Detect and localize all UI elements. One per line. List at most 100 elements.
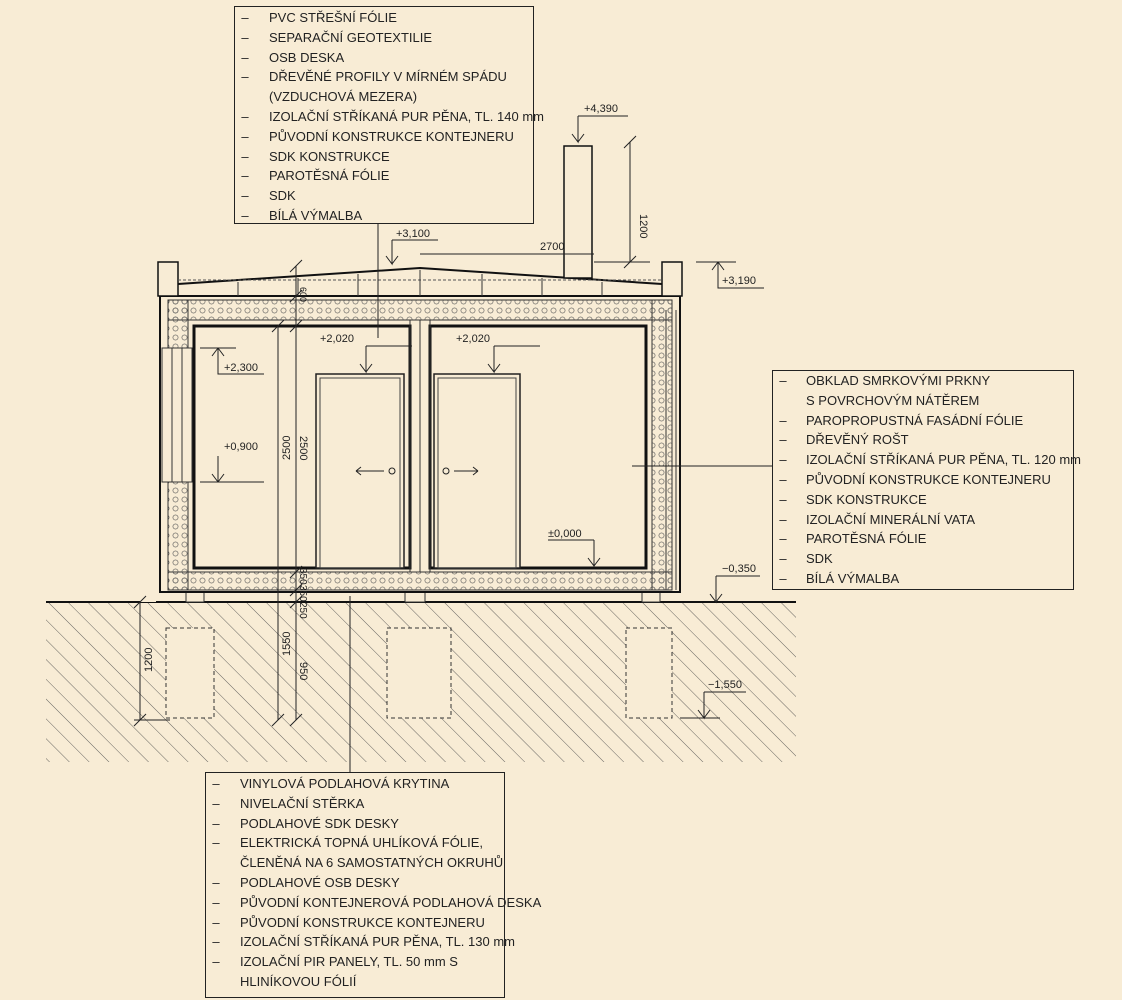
note-dash: –	[241, 168, 249, 184]
note-text: IZOLAČNÍ STŘÍKANÁ PUR PĚNA, TL. 130 mm	[240, 934, 515, 950]
note-dash: –	[779, 531, 787, 547]
level-chimney-top: +4,390	[584, 103, 618, 115]
ground	[46, 590, 796, 762]
note-text: VINYLOVÁ PODLAHOVÁ KRYTINA	[240, 776, 450, 791]
note-dash: –	[779, 491, 787, 507]
footing-right	[625, 627, 673, 719]
note-dash: –	[779, 432, 787, 448]
dim-floor-a: 350	[297, 568, 308, 585]
note-text: DŘEVĚNÝ ROŠT	[806, 432, 909, 448]
note-line: – IZOLAČNÍ STŘÍKANÁ PUR PĚNA, TL. 130 mm	[206, 932, 515, 952]
dim-height-right: 2500	[297, 436, 309, 460]
note-line: –SEPARAČNÍ GEOTEXTILIE	[235, 28, 533, 48]
note-dash: –	[241, 69, 249, 85]
note-text: PŮVODNÍ KONSTRUKCE KONTEJNERU	[240, 914, 485, 930]
note-dash: –	[212, 914, 220, 930]
note-text: SEPARAČNÍ GEOTEXTILIE	[269, 29, 433, 45]
level-labels: +4,390 +3,100 +3,190 +2,020 +2,020 +2,30…	[224, 103, 756, 691]
note-dash: –	[779, 511, 787, 527]
note-text: PODLAHOVÉ SDK DESKY	[240, 815, 399, 831]
note-line: –IZOLAČNÍ PIR PANELY, TL. 50 mm S	[206, 952, 504, 972]
note-text: ČLENĚNÁ NA 6 SAMOSTATNÝCH OKRUHŮ	[240, 855, 504, 871]
dim-roof-thickness: 600	[298, 287, 308, 302]
note-dash: –	[212, 835, 220, 851]
note-dash: –	[241, 148, 249, 164]
note-dash: –	[212, 954, 220, 970]
note-line: – NIVELAČNÍ STĚRKA	[206, 794, 504, 814]
note-text: OSB DESKA	[269, 49, 345, 65]
note-text: IZOLAČNÍ STŘÍKANÁ PUR PĚNA, TL. 140 mm	[269, 108, 544, 124]
note-line: –BÍLÁ VÝMALBA	[235, 206, 533, 226]
note-line: S POVRCHOVÝM NÁTĚREM	[773, 391, 1073, 411]
footing-middle	[386, 627, 452, 719]
leader-lines	[349, 222, 772, 772]
note-dash: –	[241, 188, 249, 204]
level-door-right: +2,020	[456, 333, 490, 345]
note-line: –PŮVODNÍ KONSTRUKCE KONTEJNERU	[773, 470, 1073, 490]
note-dash: –	[779, 551, 787, 567]
note-line: –PODLAHOVÉ OSB DESKY	[206, 873, 504, 893]
note-text: NIVELAČNÍ STĚRKA	[240, 795, 365, 811]
note-text: HLINÍKOVOU FÓLIÍ	[240, 973, 357, 989]
floor-composition-note: – VINYLOVÁ PODLAHOVÁ KRYTINA – NIVELAČNÍ ST…	[205, 772, 541, 998]
note-line: – IZOLAČNÍ STŘÍKANÁ PUR PĚNA, TL. 140 mm	[235, 107, 544, 127]
note-line: –PAROPROPUSTNÁ FASÁDNÍ FÓLIE	[773, 411, 1073, 431]
note-dash: –	[241, 128, 249, 144]
note-line: – DŘEVĚNÉ PROFILY V MÍRNÉM SPÁDU	[235, 67, 533, 87]
note-dash: –	[779, 570, 787, 586]
note-dash: –	[241, 108, 249, 124]
note-line: – DŘEVĚNÝ ROŠT	[773, 430, 1073, 450]
note-line: – BÍLÁ VÝMALBA	[773, 569, 1073, 589]
door-right-handle	[442, 467, 450, 475]
note-line: – SDK	[235, 186, 533, 206]
note-dash: –	[241, 49, 249, 65]
note-text: PAROTĚSNÁ FÓLIE	[806, 531, 927, 547]
door-left-handle	[388, 467, 396, 475]
note-dash: –	[779, 373, 787, 388]
level-door-left: +2,020	[320, 333, 354, 345]
note-dash: –	[212, 934, 220, 950]
level-parapet: +3,190	[722, 275, 756, 287]
note-line: –PŮVODNÍ KONTEJNEROVÁ PODLAHOVÁ DESKA	[206, 893, 541, 913]
note-dash: –	[212, 795, 220, 811]
note-text: DŘEVĚNÉ PROFILY V MÍRNÉM SPÁDU	[269, 69, 507, 85]
note-line: –SDK KONSTRUKCE	[235, 147, 533, 167]
dim-chimney-height: 1200	[637, 214, 649, 238]
note-text: (VZDUCHOVÁ MEZERA)	[269, 89, 418, 105]
note-line: – OSB DESKA	[235, 48, 533, 68]
dim-footing-depth: 1200	[143, 648, 155, 672]
note-line: (VZDUCHOVÁ MEZERA)	[235, 87, 533, 107]
dim-footing-height: 950	[297, 662, 309, 680]
note-line: –OBKLAD SMRKOVÝMI PRKNY	[773, 371, 1073, 391]
note-dash: –	[779, 452, 787, 468]
note-text: BÍLÁ VÝMALBA	[806, 570, 900, 586]
note-line: –PVC STŘEŠNÍ FÓLIE	[235, 8, 533, 28]
note-text: ELEKTRICKÁ TOPNÁ UHLÍKOVÁ FÓLIE,	[240, 835, 483, 851]
dimension-labels: 2700 1200 600 2500 2500 350 350 250 1550…	[143, 214, 649, 680]
note-line: – PŮVODNÍ KONSTRUKCE KONTEJNERU	[235, 127, 533, 147]
note-line: ČLENĚNÁ NA 6 SAMOSTATNÝCH OKRUHŮ	[206, 853, 504, 873]
note-text: PAROPROPUSTNÁ FASÁDNÍ FÓLIE	[806, 412, 1024, 428]
dim-floor-c: 250	[297, 602, 308, 619]
note-line: –SDK	[773, 549, 1073, 569]
note-text: PŮVODNÍ KONSTRUKCE KONTEJNERU	[269, 128, 514, 144]
note-dash: –	[241, 10, 249, 25]
dimension-lines	[133, 115, 764, 727]
dim-foundation-depth: 1550	[281, 632, 293, 656]
note-line: – PAROTĚSNÁ FÓLIE	[235, 166, 533, 186]
note-dash: –	[241, 207, 249, 223]
level-terrain: −0,350	[722, 563, 756, 575]
note-dash: –	[779, 471, 787, 487]
level-window-top: +2,300	[224, 362, 258, 374]
note-line: –IZOLAČNÍ MINERÁLNÍ VATA	[773, 510, 1073, 530]
note-text: SDK KONSTRUKCE	[806, 491, 927, 507]
footing-left	[165, 627, 215, 719]
note-text: PŮVODNÍ KONTEJNEROVÁ PODLAHOVÁ DESKA	[240, 894, 542, 910]
note-dash: –	[212, 815, 220, 831]
note-text: PAROTĚSNÁ FÓLIE	[269, 168, 390, 184]
note-text: SDK	[269, 188, 296, 204]
note-dash: –	[212, 874, 220, 890]
note-text: IZOLAČNÍ STŘÍKANÁ PUR PĚNA, TL. 120 mm	[806, 452, 1081, 468]
note-text: S POVRCHOVÝM NÁTĚREM	[806, 392, 980, 408]
